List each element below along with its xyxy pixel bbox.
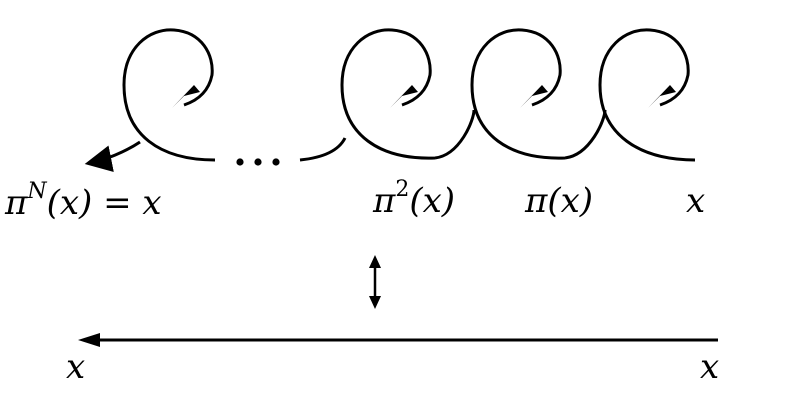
exit-arrow (84, 140, 141, 172)
label-x-top: x (686, 181, 705, 221)
tail-after-ellipsis (299, 137, 347, 162)
loop-1 (598, 28, 696, 162)
ellipsis (236, 158, 280, 166)
loop-2 (470, 28, 607, 160)
label-pi: π(x) (524, 181, 593, 221)
loop-2-curve (470, 28, 607, 160)
double-arrow-icon (369, 255, 381, 309)
loop-1-curve (598, 28, 696, 162)
arrowhead-icon (520, 85, 548, 108)
label-x-bottom-left: x (66, 347, 85, 387)
label-x-bottom-right: x (700, 347, 719, 387)
arrowhead-icon (390, 85, 418, 108)
bottom-arrow (78, 333, 718, 347)
label-pi-n: πN(x) = x (4, 179, 162, 223)
arrowhead-icon (172, 85, 200, 108)
arrowhead-icon (648, 85, 676, 108)
label-pi-squared: π2(x) (372, 177, 455, 221)
loop-3-curve (340, 28, 476, 160)
loop-3 (340, 28, 476, 160)
loop-n-curve (122, 28, 216, 162)
loop-n (84, 28, 216, 172)
